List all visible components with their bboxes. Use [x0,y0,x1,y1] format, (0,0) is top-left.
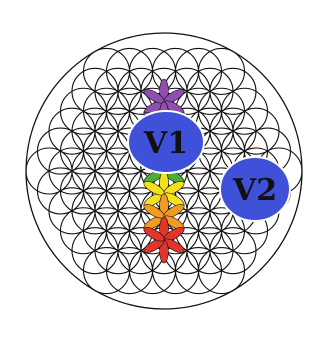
marker-v2[interactable]: V2 [220,157,290,221]
marker-v2-label: V2 [232,173,277,208]
marker-v1-label: V1 [143,126,188,161]
marker-v1[interactable]: V1 [128,111,204,173]
